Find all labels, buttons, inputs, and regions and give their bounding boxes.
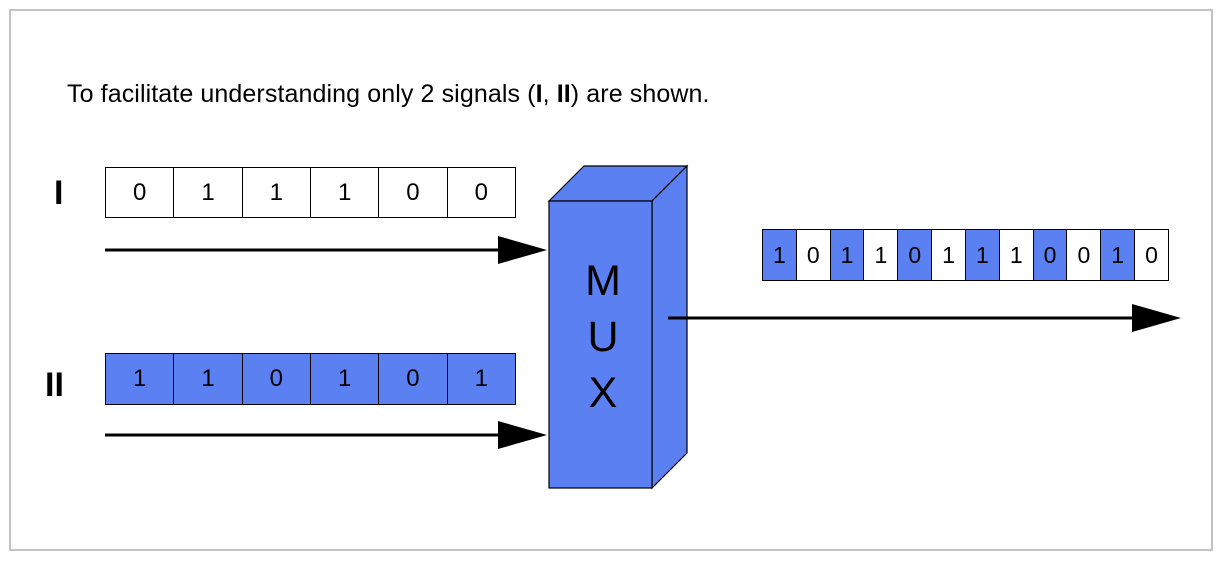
output-bit-cell: 1 — [763, 230, 796, 280]
caption-separator: , — [542, 80, 557, 108]
output-bit-cell: 1 — [964, 230, 999, 280]
output-arrowhead — [1132, 304, 1181, 332]
mux-letter-u: U — [587, 313, 619, 361]
signal-2-bit-cell: 1 — [106, 354, 174, 404]
signal-1-bit-cell: 1 — [241, 168, 310, 217]
output-bit-cell: 0 — [897, 230, 932, 280]
output-bit-cell: 1 — [1100, 230, 1135, 280]
output-bit-cell: 1 — [863, 230, 898, 280]
output-bit-cell: 0 — [1134, 230, 1168, 280]
output-bit-cell: 1 — [998, 230, 1033, 280]
signal-2-label: II — [45, 366, 64, 404]
signal-2-bit-cell: 1 — [446, 354, 515, 404]
mux-front-face — [548, 200, 653, 489]
output-bit-cell: 0 — [1032, 230, 1067, 280]
signal-1-bit-cell: 0 — [446, 168, 515, 217]
output-bit-cell: 0 — [1066, 230, 1101, 280]
caption-prefix: To facilitate understanding only 2 signa… — [67, 80, 536, 108]
signal-2-bit-cell: 0 — [241, 354, 310, 404]
output-bit-cell: 1 — [931, 230, 965, 280]
signal-2-bit-cell: 1 — [173, 354, 242, 404]
output-bit-cell: 0 — [795, 230, 830, 280]
signal-2-arrowhead — [498, 421, 547, 449]
signal-2-bit-cell: 1 — [309, 354, 379, 404]
signal-1-bit-cell: 1 — [309, 168, 379, 217]
signal-1-bit-cell: 0 — [106, 168, 174, 217]
caption-signal-1: I — [535, 80, 543, 108]
caption-suffix: ) are shown. — [570, 80, 710, 108]
caption-text: To facilitate understanding only 2 signa… — [67, 80, 710, 109]
signal-1-label: I — [54, 174, 64, 212]
signal-1-bit-cell: 0 — [378, 168, 447, 217]
mux-block — [547, 164, 689, 490]
signal-1-arrowhead — [498, 236, 547, 264]
caption-signal-2: II — [556, 80, 571, 108]
mux-letter-m: M — [585, 257, 621, 305]
output-bit-cell: 1 — [829, 230, 864, 280]
mux-letter-x: X — [588, 369, 618, 417]
signal-1-bit-cell: 1 — [173, 168, 242, 217]
signal-2-bit-cell: 0 — [378, 354, 447, 404]
mux-label: M U X — [548, 253, 658, 421]
